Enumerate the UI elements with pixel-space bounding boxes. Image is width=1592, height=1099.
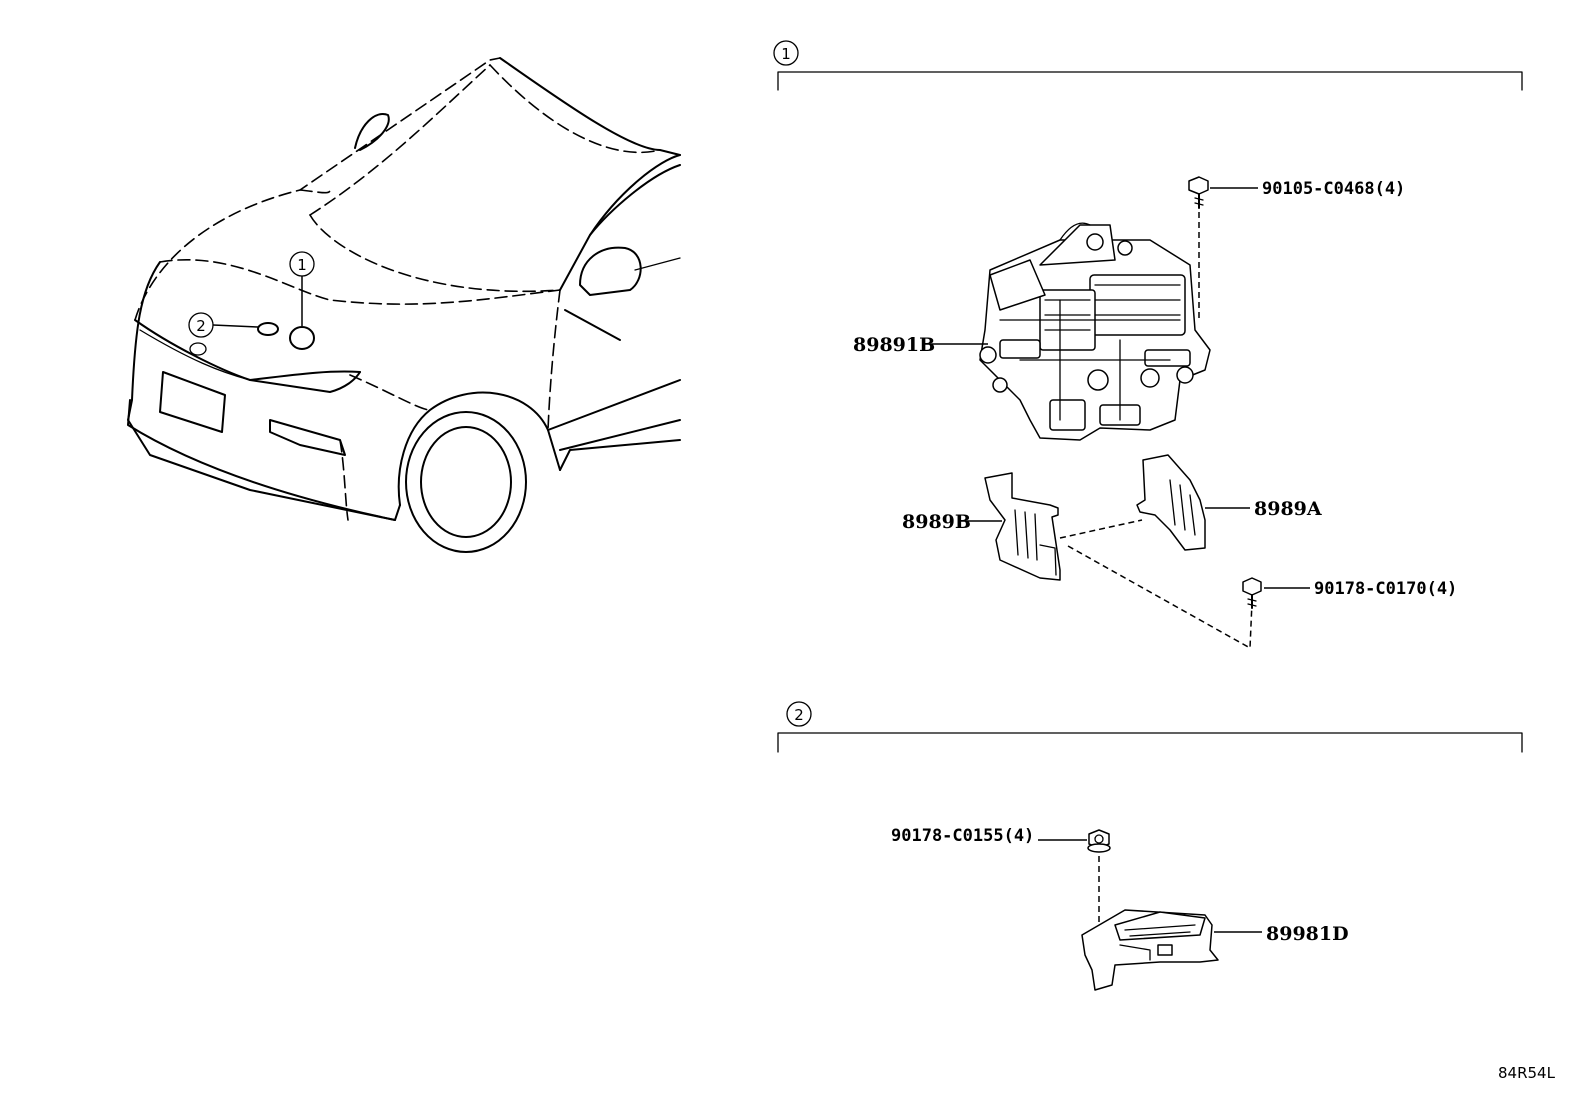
ecu-part-number: 89981D (1266, 923, 1349, 945)
bracket-left-part-number: 8989B (902, 511, 971, 533)
section-2-number: 2 (794, 706, 804, 724)
section-2-header: 2 (777, 701, 1523, 753)
callout-2-label: 2 (196, 317, 206, 335)
bolt-90105-C0468[interactable]: 90105-C0468(4) (1188, 176, 1405, 320)
bracket-8989B[interactable]: 8989B (902, 472, 1061, 581)
section-1-header: 1 (773, 40, 1523, 91)
ecu-89981D[interactable]: 89981D (1081, 909, 1349, 991)
actuator-89891B[interactable]: 89891B (853, 222, 1211, 441)
bolt-90178-C0170[interactable]: 90178-C0170(4) (1242, 577, 1457, 609)
diagram-code: 84R54L (1498, 1064, 1556, 1082)
nut-90178-C0155[interactable]: 90178-C0155(4) (891, 826, 1111, 960)
nut-part-number: 90178-C0155(4) (891, 826, 1034, 846)
actuator-part-number: 89891B (853, 334, 935, 356)
callout-1-label: 1 (297, 256, 307, 274)
callout-2-marker[interactable]: 2 (188, 312, 279, 338)
callout-1-marker[interactable]: 1 (289, 251, 315, 350)
bolt-top-part-number: 90105-C0468(4) (1262, 179, 1405, 199)
vehicle-front-illustration (127, 57, 681, 553)
section-1-number: 1 (781, 45, 791, 63)
bracket-8989A[interactable]: 8989A (1136, 454, 1322, 551)
bracket-right-part-number: 8989A (1254, 498, 1322, 520)
bolt-lower-part-number: 90178-C0170(4) (1314, 579, 1457, 599)
